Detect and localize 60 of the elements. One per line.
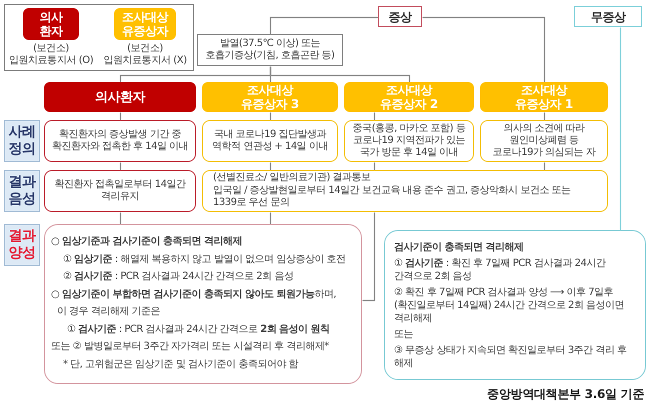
connector-line <box>362 212 376 302</box>
rule-text: * 단, 고위험군은 임상기준 및 검사기준이 충족되어야 함 <box>62 358 300 372</box>
connector-line <box>270 212 272 224</box>
note-text: (보건소) 입원치료통지서 (O) <box>8 43 94 67</box>
row-label: 결과 양성 <box>8 228 37 262</box>
rule-text: ② 검사기준 : PCR 검사결과 24시간 간격으로 2회 음성 <box>62 270 294 284</box>
rule-text: 또는 ② 발병일로부터 3주간 자가격리 또는 시설격리 후 격리해제* <box>51 340 330 354</box>
rule-text: 검사기준이 충족되면 격리해제 <box>394 241 524 254</box>
rule-text: ① 임상기준 : 해열제 복용하지 않고 발열이 없으며 임상증상이 호전 <box>62 252 346 266</box>
rule-text: ① 검사기준 : 확진 후 7일째 PCR 검사결과 24시간 간격으로 2회 음성 <box>394 257 607 283</box>
legend-key <box>114 8 176 40</box>
criteria-box <box>344 120 474 162</box>
category-box <box>480 82 608 112</box>
category-box <box>44 82 196 112</box>
note-text: (보건소) 입원치료통지서 (X) <box>102 43 188 67</box>
connector-line <box>270 16 378 34</box>
description-text: (선별진료소/ 일반의료기관) 결과통보 <box>213 172 371 185</box>
description-text: 중국(홍콩, 마카오 포함) 등 코로나19 지역전파가 있는 국가 방문 후 14일 이내 <box>352 123 466 159</box>
category-box <box>202 82 338 112</box>
source-note: 중앙방역대책본부 3.6일 기준 <box>486 386 644 403</box>
rule-text: ○ 임상기준과 검사기준이 충족되면 격리해제 <box>51 235 243 249</box>
connector-line <box>120 212 122 224</box>
description-text: 확진환자 접촉일로부터 14일간 격리유지 <box>53 179 187 203</box>
rule-text: ○ 임상기준이 부합하면 검사기준이 충족되지 않아도 퇴원가능하며, <box>51 288 338 302</box>
category-box <box>344 82 474 112</box>
description-text: 국내 코로나19 집단발생과 역학적 연관성 + 14일 이내 <box>211 129 329 153</box>
condition-text: 발열(37.5℃ 이상) 또는 호흡기증상(기침, 호흡곤란 등) <box>204 38 336 62</box>
connector-line <box>620 28 622 230</box>
description-text: 확진환자의 증상발생 기간 중 확진환자와 접촉한 후 14일 이내 <box>50 129 190 153</box>
branch-box <box>378 6 422 27</box>
rule-text: 또는 <box>394 328 414 341</box>
legend-panel <box>4 4 194 71</box>
key-label: 의사 환자 <box>38 10 64 38</box>
description-text: 입국일 / 증상발현일로부터 14일간 보건교육 내용 준수 권고, 증상악화시 보건소 또는 1339로 우선 문의 <box>213 184 572 210</box>
criteria-box <box>44 120 196 162</box>
category-label: 의사환자 <box>95 90 145 104</box>
legend-key <box>23 8 79 40</box>
branch-label: 무증상 <box>590 10 626 24</box>
category-label: 조사대상 유증상자 3 <box>240 83 300 111</box>
criteria-box <box>480 120 608 162</box>
category-label: 조사대상 유증상자 2 <box>379 83 439 111</box>
branch-label: 증상 <box>388 10 412 24</box>
rule-text: ① 검사기준 : PCR 검사결과 24시간 간격으로 2회 음성이 원칙 <box>66 322 331 336</box>
rule-panel <box>44 224 362 384</box>
condition-box <box>197 34 343 66</box>
rule-text: 이 경우 격리해제 기준은 <box>56 305 162 319</box>
rule-text: ② 확진 후 7일째 PCR 검사결과 양성 ⟶ 이후 7일후(확진일로부터 14일째) 24시간 간격으로 2회 음성이면 격리해제 <box>394 286 626 325</box>
description-text: 의사의 소견에 따라 원인미상폐렴 등 코로나19가 의심되는 자 <box>492 123 597 159</box>
category-label: 조사대상 유증상자 1 <box>514 83 574 111</box>
rule-panel <box>384 230 646 380</box>
row-label: 결과 음성 <box>8 174 37 208</box>
branch-box <box>574 6 642 27</box>
connector-line <box>270 66 410 82</box>
criteria-box <box>44 170 196 212</box>
criteria-box <box>202 120 338 162</box>
connector-line <box>422 16 546 82</box>
rule-text: ③ 무증상 상태가 지속되면 확진일로부터 3주간 격리 후 해제 <box>394 344 628 370</box>
key-label: 조사대상 유증상자 <box>121 10 170 38</box>
row-label: 사례 정의 <box>8 124 36 158</box>
criteria-box <box>202 170 608 212</box>
